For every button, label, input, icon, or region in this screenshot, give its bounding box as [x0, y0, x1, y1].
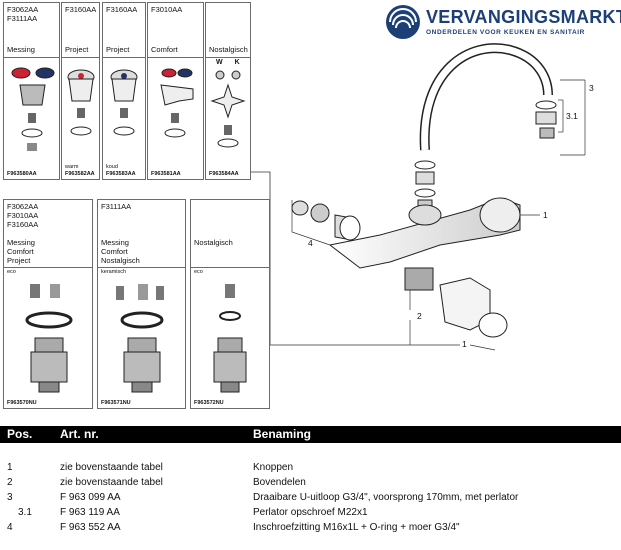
row-pos: 4 — [7, 522, 13, 533]
row-art: F 963 552 AA — [60, 522, 121, 533]
row-art: F 963 099 AA — [60, 492, 121, 503]
part-number: F963584AA — [209, 171, 239, 177]
handle-lever-icon — [160, 68, 194, 138]
article-code: F3010AA — [7, 211, 39, 220]
handle-knob-icon — [110, 69, 138, 136]
spout-drawing — [419, 43, 553, 151]
article-code: F3111AA — [101, 202, 132, 211]
row-pos: 3 — [7, 492, 13, 503]
category-label: Project — [106, 45, 130, 54]
column-header-name: Benaming — [253, 427, 312, 441]
category-label: Nostalgisch — [209, 45, 248, 54]
column-header-pos: Pos. — [7, 427, 33, 441]
category-label: Messing — [7, 238, 35, 247]
handle-cell-project-warm: F3160AA Project warm F963582AA — [61, 2, 100, 180]
article-code: F3160AA — [65, 5, 97, 14]
valve-cell-messing-comfort-project: F3062AA F3010AA F3160AA Messing Comfort … — [3, 199, 93, 409]
category-label: Comfort — [151, 45, 178, 54]
handle-knob-icon — [11, 67, 55, 151]
callout-2: 2 — [417, 311, 422, 321]
category-label: Messing — [7, 45, 35, 54]
article-code: F3062AA — [7, 202, 39, 211]
category-label: Nostalgisch — [194, 238, 233, 247]
handle-cell-nostalgisch: Nostalgisch W K F963584AA — [205, 2, 251, 180]
article-code: F3010AA — [151, 5, 183, 14]
callout-1: 1 — [543, 210, 548, 220]
table-row: 4 F 963 552 AA Inschroefzitting M16x1L +… — [0, 522, 621, 537]
table-row: 3.1 F 963 119 AA Perlator opschroef M22x… — [0, 507, 621, 522]
exploded-diagram — [250, 43, 586, 351]
row-name: Perlator opschroef M22x1 — [253, 507, 368, 518]
valve-cell-keramisch: F3111AA Messing Comfort Nostalgisch kera… — [97, 199, 186, 409]
handle-cross-icon — [210, 70, 246, 148]
variant-note: eco — [194, 269, 203, 275]
table-row: 2 zie bovenstaande tabel Bovendelen — [0, 477, 621, 492]
row-pos: 2 — [7, 477, 13, 488]
warm-marker: W — [216, 59, 223, 66]
variant-note: keramisch — [101, 269, 127, 275]
handle-knob-icon — [67, 69, 95, 136]
logo-wordmark: VERVANGINGSMARKT — [426, 7, 621, 27]
category-label: Project — [65, 45, 89, 54]
variant-note: koud — [106, 164, 118, 170]
valve-cell-nostalgisch: Nostalgisch eco F963572NU — [190, 199, 270, 409]
valve-cartridge-icon — [116, 284, 164, 393]
callout-4: 4 — [308, 238, 313, 248]
brand-logo: VERVANGINGSMARKT ONDERDELEN VOOR KEUKEN … — [382, 2, 621, 42]
handle-cell-comfort: F3010AA Comfort F963581AA — [147, 2, 204, 180]
part-number: F963580AA — [7, 171, 37, 177]
table-row: 3 F 963 099 AA Draaibare U-uitloop G3/4"… — [0, 492, 621, 507]
article-code: F3160AA — [7, 220, 39, 229]
row-pos: 1 — [7, 462, 13, 473]
callout-3: 3 — [589, 83, 594, 93]
part-number: F963571NU — [101, 400, 131, 406]
article-code: F3111AA — [7, 14, 38, 23]
article-code: F3160AA — [106, 5, 138, 14]
part-number: F963572NU — [194, 400, 224, 406]
column-header-art: Art. nr. — [60, 427, 99, 441]
valve-cartridge-icon — [213, 284, 247, 393]
row-name: Knoppen — [253, 462, 294, 473]
part-number: F963583AA — [106, 171, 136, 177]
part-number: F963570NU — [7, 400, 37, 406]
handle-cell-project-koud: F3160AA Project koud F963583AA — [102, 2, 146, 180]
variant-note: warm — [65, 164, 79, 170]
row-name: Inschroefzitting M16x1L + O-ring + moer … — [253, 522, 460, 533]
logo-tagline: ONDERDELEN VOOR KEUKEN EN SANITAIR — [426, 29, 585, 36]
category-label: Comfort — [7, 247, 34, 256]
callout-1: 1 — [462, 339, 467, 349]
leader-line-handles — [250, 171, 460, 346]
row-name: Draaibare U-uitloop G3/4", voorsprong 17… — [253, 492, 519, 503]
row-art: zie bovenstaande tabel — [60, 462, 163, 473]
logo-icon — [386, 5, 420, 39]
table-row: 1 zie bovenstaande tabel Knoppen — [0, 462, 621, 477]
category-label: Project — [7, 256, 31, 265]
row-art: zie bovenstaande tabel — [60, 477, 163, 488]
variant-note: eco — [7, 269, 16, 275]
category-label: Messing — [101, 238, 129, 247]
cold-marker: K — [234, 59, 240, 66]
category-label: Comfort — [101, 247, 128, 256]
row-name: Bovendelen — [253, 477, 306, 488]
row-pos: 3.1 — [18, 507, 32, 518]
valve-cartridge-icon — [25, 284, 73, 393]
part-number: F963581AA — [151, 171, 181, 177]
row-art: F 963 119 AA — [60, 507, 120, 518]
article-code: F3062AA — [7, 5, 39, 14]
parts-table-header: Pos. Art. nr. Benaming — [0, 426, 621, 443]
category-label: Nostalgisch — [101, 256, 140, 265]
callout-3-1: 3.1 — [566, 111, 578, 121]
part-number: F963582AA — [65, 171, 95, 177]
